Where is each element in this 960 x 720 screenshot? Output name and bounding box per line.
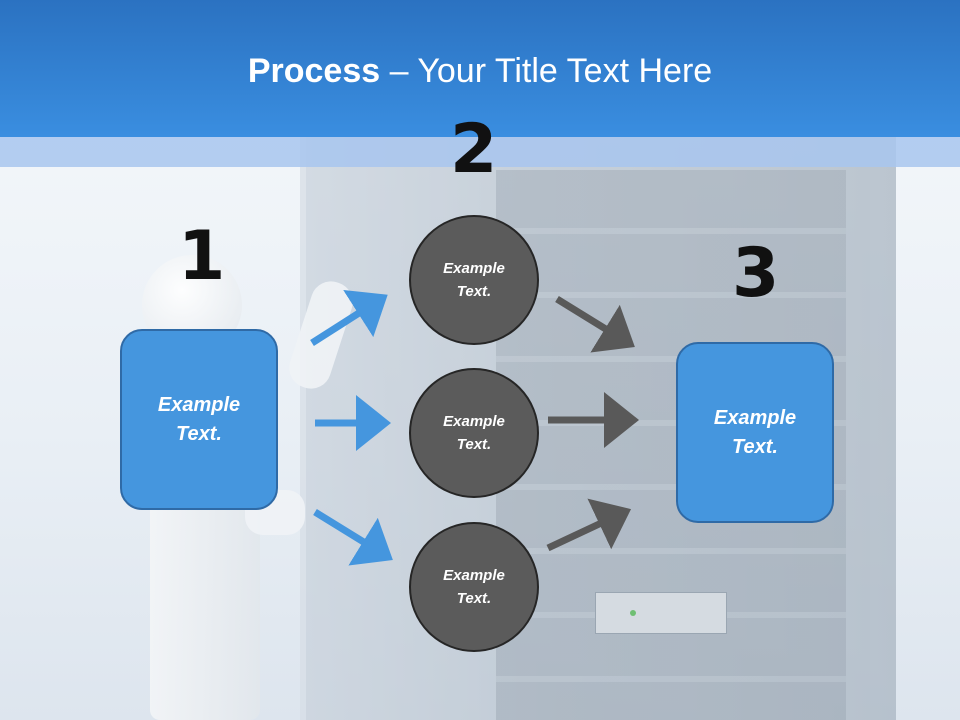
step-2-circle-bottom: Example Text.: [409, 522, 539, 652]
arrow-1-to-2a: [310, 289, 388, 346]
title-text: – Your Title Text Here: [380, 52, 713, 90]
step-3-text: Example Text.: [713, 406, 797, 458]
title-bold: Process: [247, 52, 381, 90]
step-1-box: Example Text.: [120, 329, 278, 510]
step-2-circle-top: Example Text.: [409, 215, 539, 345]
step-2-text: Example Text.: [443, 260, 505, 300]
arrow-2a-to-3: [555, 296, 635, 353]
title-bar: [0, 0, 960, 137]
arrow-2c-to-3: [546, 498, 632, 552]
step-1-text: Example Text.: [157, 393, 241, 445]
title-band: [0, 137, 960, 167]
step-2-circle-middle: Example Text.: [409, 368, 539, 498]
status-led: [630, 610, 636, 616]
step-number-3: 3: [732, 234, 780, 313]
step-number-1: 1: [178, 217, 226, 296]
step-3-box: Example Text.: [676, 342, 834, 523]
arrow-1-to-2c: [313, 509, 393, 566]
step-2-text: Example Text.: [443, 567, 505, 607]
rack-unit: [595, 592, 727, 634]
slide-title: Process – Your Title Text Here: [0, 52, 960, 91]
step-2-text: Example Text.: [443, 413, 505, 453]
step-number-2: 2: [450, 110, 498, 189]
